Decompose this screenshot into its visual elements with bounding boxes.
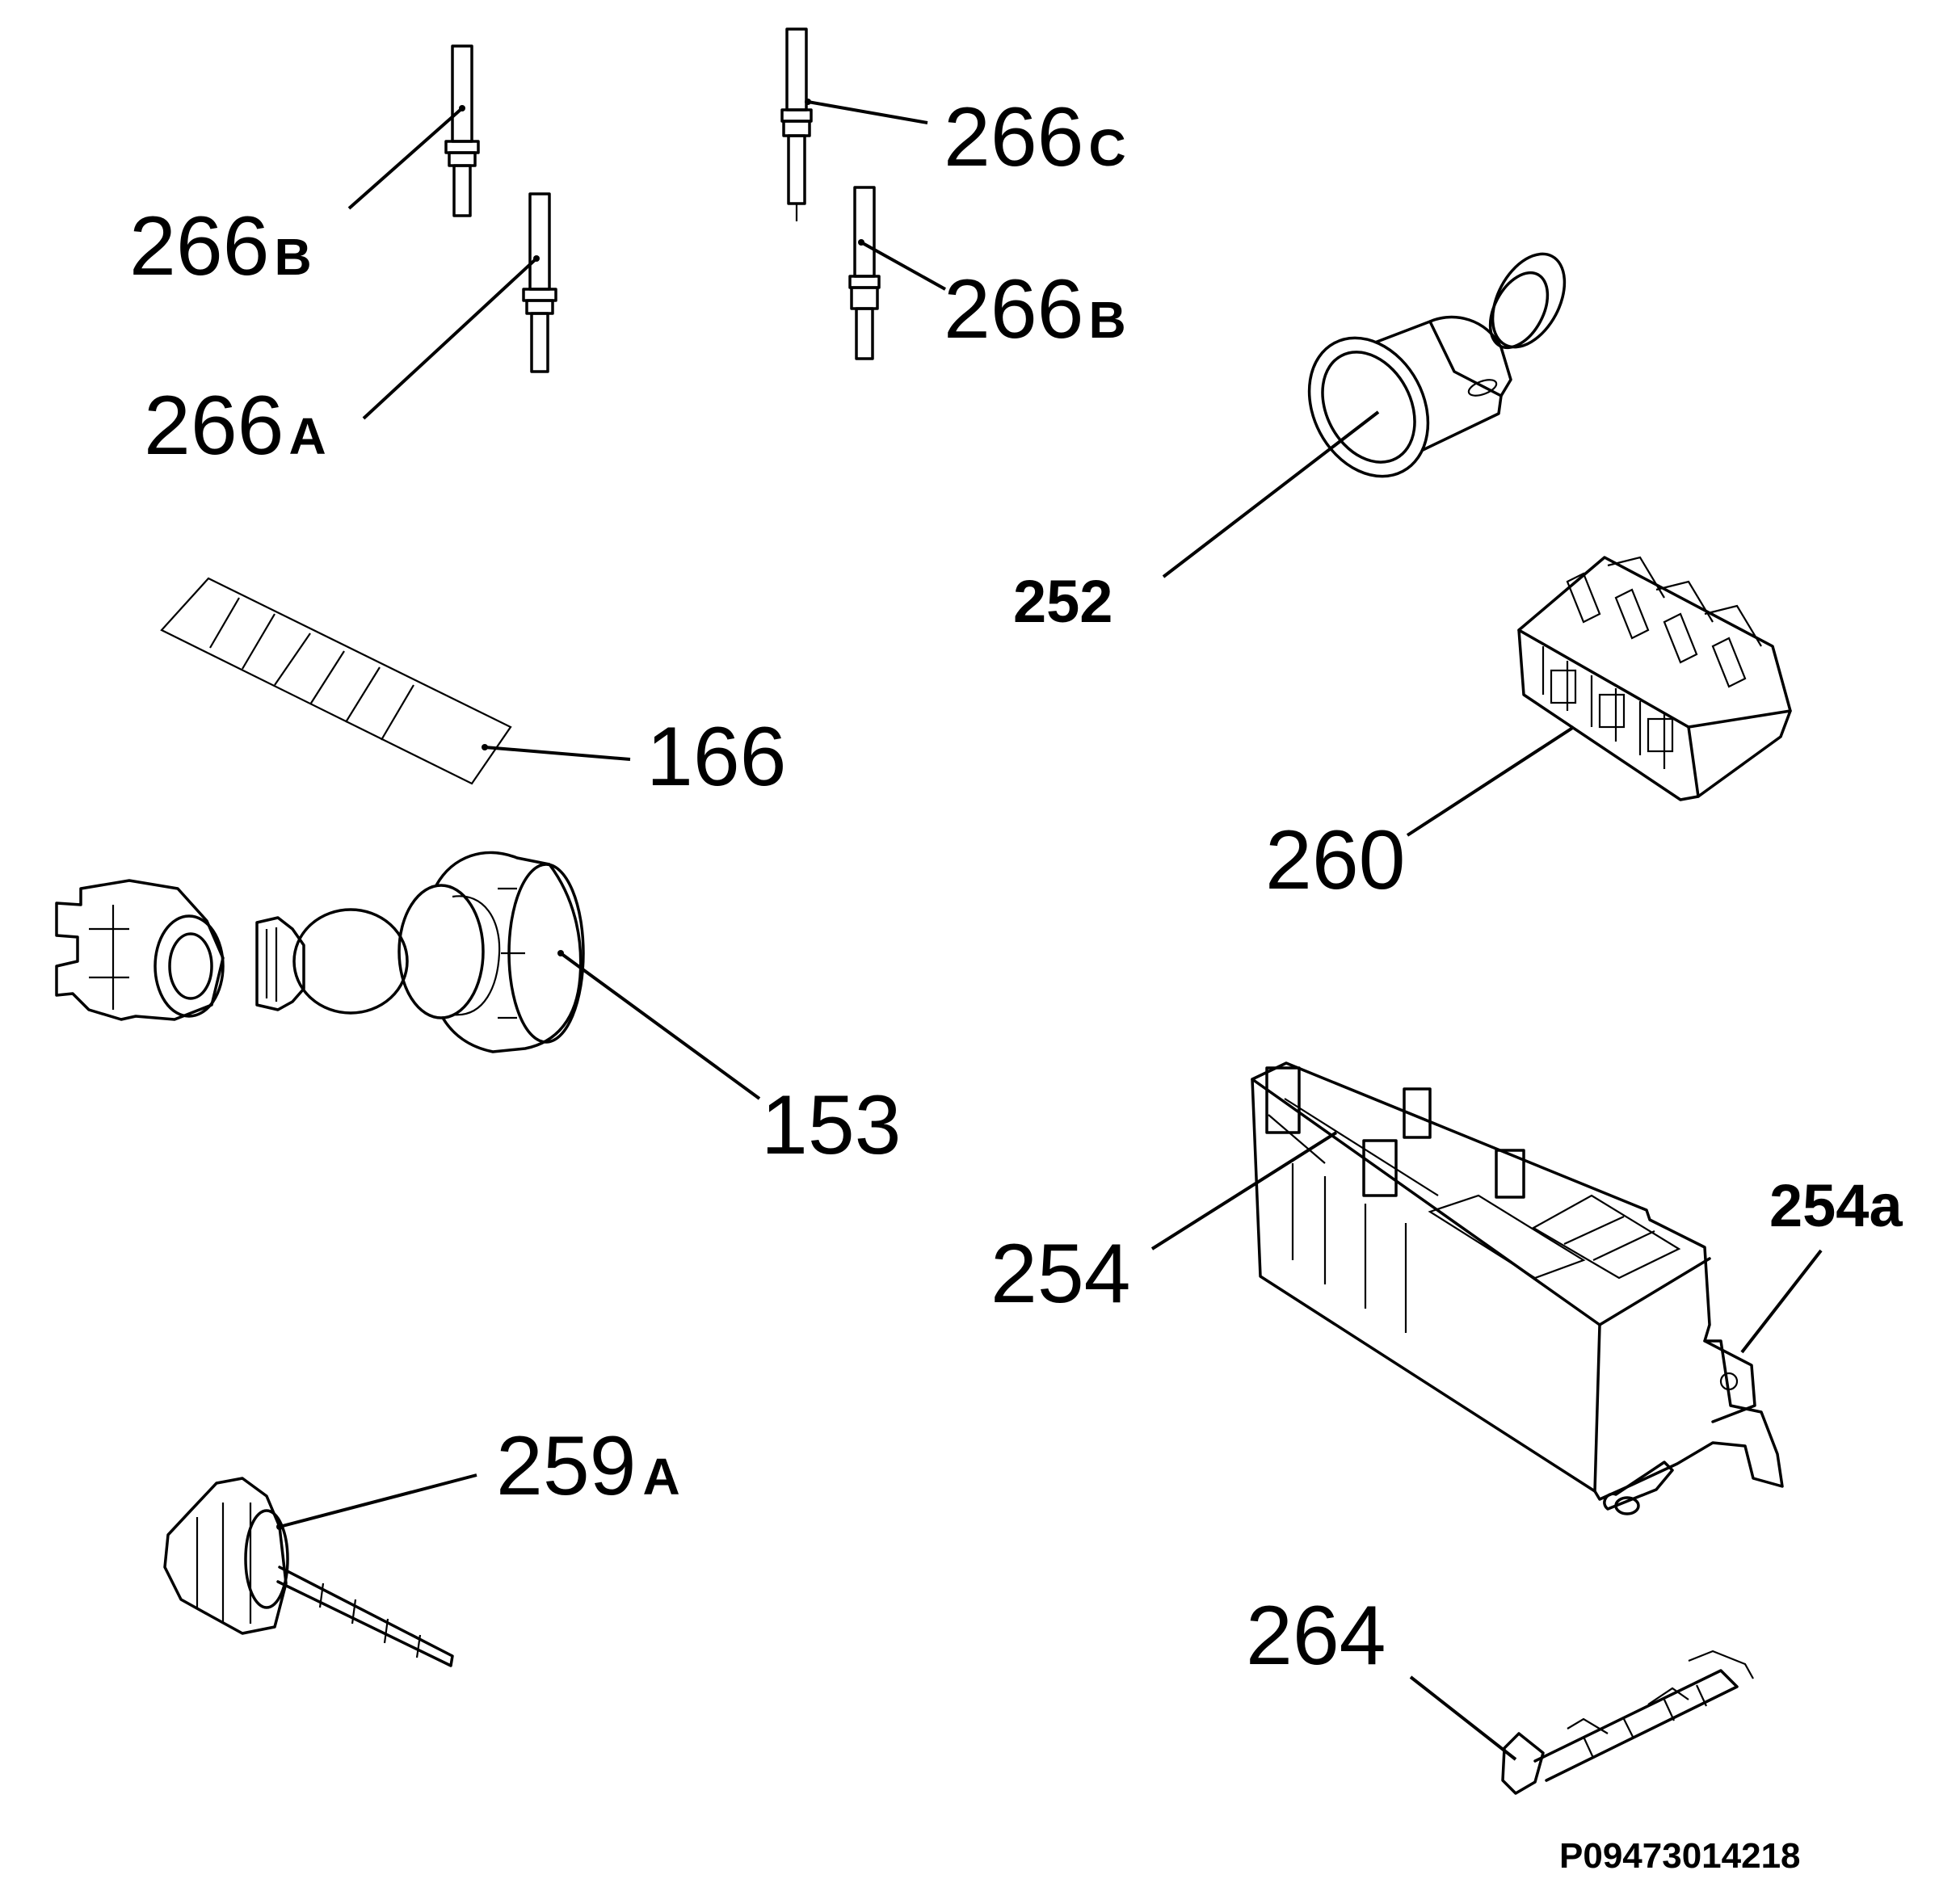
label-166: 166 [646,710,787,804]
leader-252 [1162,410,1380,578]
label-266a: 266A [144,379,326,473]
label-264: 264 [1246,1589,1386,1683]
leader-259a [279,1473,477,1528]
part-266b-right-drawing [848,186,881,360]
part-266b-left-drawing [444,44,480,217]
part-266c-drawing [780,27,813,221]
leader-266c [807,100,928,124]
leader-166 [484,746,631,761]
part-259a-drawing [163,1477,454,1667]
leader-254a [1740,1249,1823,1354]
label-266c: 266C [944,90,1126,184]
leader-254 [1150,1131,1338,1250]
part-254-drawing [1251,1061,1784,1515]
part-266a-drawing [522,192,557,373]
part-153-drawing [55,851,585,1053]
leader-266a [362,257,538,420]
leader-260 [1406,725,1575,837]
label-266b-left: 266B [129,200,312,293]
label-254: 254 [991,1227,1131,1321]
label-252: 252 [1013,568,1113,635]
label-153: 153 [761,1078,902,1172]
leader-266b-left [347,107,464,210]
part-166-drawing [160,577,512,785]
label-254a: 254a [1769,1172,1903,1239]
part-260-drawing [1517,556,1792,801]
leader-266b-right [860,241,946,291]
leader-264 [1409,1675,1517,1761]
part-264-drawing [1501,1650,1754,1795]
drawing-code: P09473014218 [1559,1836,1801,1876]
label-260: 260 [1265,813,1406,907]
part-252-drawing [1307,252,1567,478]
leader-153 [559,952,761,1100]
label-266b-right: 266B [944,263,1126,356]
